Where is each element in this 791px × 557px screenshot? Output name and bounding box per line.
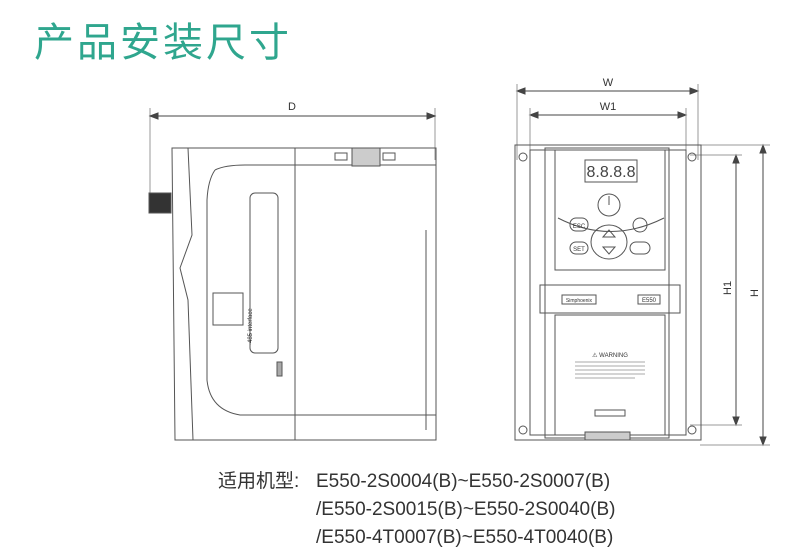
depth-dimension: D bbox=[148, 101, 437, 200]
set-key: SET bbox=[573, 247, 585, 253]
height-label: H bbox=[749, 289, 761, 297]
width-dimensions: W W1 bbox=[515, 77, 700, 160]
side-view: -485 interface bbox=[148, 147, 437, 441]
width-label: W bbox=[603, 77, 614, 89]
model-label: E550 bbox=[642, 298, 657, 304]
height-dimensions: H1 H bbox=[690, 143, 770, 447]
warning-label: ⚠ WARNING bbox=[592, 352, 628, 359]
models-label: 适用机型: bbox=[218, 471, 300, 492]
esc-key: ESC bbox=[573, 224, 586, 230]
model-line: /E550-2S0015(B)~E550-2S0040(B) bbox=[316, 499, 616, 520]
width1-label: W1 bbox=[600, 101, 617, 113]
height1-label: H1 bbox=[722, 281, 734, 295]
display-digits: 8.8.8.8 bbox=[587, 164, 636, 181]
model-line: /E550-4T0007(B)~E550-4T0040(B) bbox=[316, 527, 614, 548]
applicable-models: 适用机型: E550-2S0004(B)~E550-2S0007(B) /E550… bbox=[218, 468, 615, 552]
depth-label: D bbox=[288, 101, 296, 113]
brand-label: Simphoenix bbox=[566, 298, 593, 304]
front-view: 8.8.8.8 ESC SET Simphoenix E550 ⚠ WARNIN… bbox=[514, 144, 702, 441]
port-label: -485 interface bbox=[248, 308, 254, 345]
page-title: 产品安装尺寸 bbox=[34, 20, 292, 66]
model-line: E550-2S0004(B)~E550-2S0007(B) bbox=[316, 471, 611, 492]
